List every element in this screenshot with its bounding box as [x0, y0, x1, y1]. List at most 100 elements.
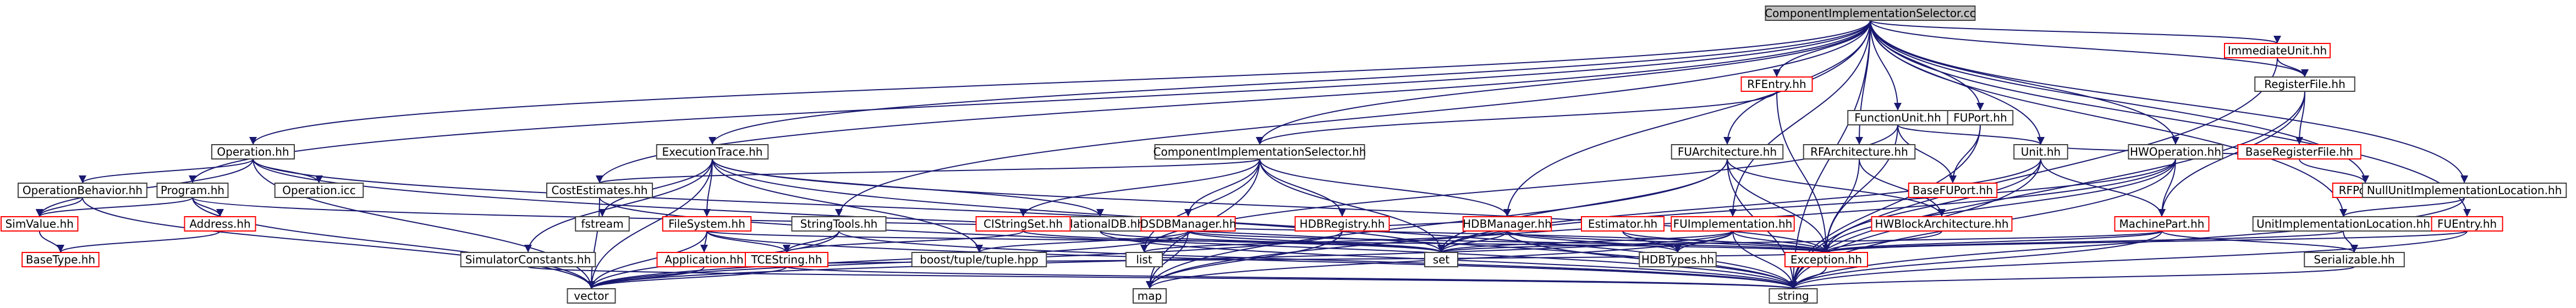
node-map[interactable]: map — [1133, 288, 1167, 304]
node-box-functionunit — [1847, 110, 1948, 125]
node-simulatorconstants[interactable]: SimulatorConstants.hh — [460, 252, 596, 267]
edge-application-to-vector — [587, 266, 705, 289]
edge-root-to-operation — [249, 20, 1871, 145]
node-baseregisterfile[interactable]: BaseRegisterFile.hh — [2237, 144, 2361, 160]
edge-unit-to-exception — [1822, 158, 2041, 253]
edge-fuentry-to-string — [1789, 230, 2468, 289]
node-label-hdbtypes: HDBTypes.hh — [1641, 253, 1714, 266]
node-hdbregistry[interactable]: HDBRegistry.hh — [1294, 216, 1390, 232]
edge-line — [1023, 230, 1445, 253]
edge-executiontrace-to-fstream — [598, 158, 713, 217]
node-rfentry[interactable]: RFEntry.hh — [1740, 76, 1813, 92]
edge-root-to-nullunitimpl — [1870, 20, 2468, 184]
node-unitimpllocation[interactable]: UnitImplementationLocation.hh — [2252, 216, 2435, 232]
node-program[interactable]: Program.hh — [156, 183, 229, 198]
edge-line — [598, 158, 713, 217]
node-box-operation — [211, 144, 295, 160]
node-hdbmanager[interactable]: HDBManager.hh — [1462, 216, 1552, 232]
node-rfarchitecture[interactable]: RFArchitecture.hh — [1803, 144, 1916, 160]
node-nullunitimpl[interactable]: NullUnitImplementationLocation.hh — [2361, 183, 2567, 198]
edge-line — [712, 158, 1830, 253]
node-label-unit: Unit.hh — [2021, 145, 2061, 158]
node-exception[interactable]: Exception.hh — [1784, 252, 1868, 267]
node-fstream[interactable]: fstream — [575, 216, 630, 232]
node-box-map — [1133, 288, 1167, 304]
edge-line — [524, 158, 713, 253]
edge-compimplsel_hh-to-set — [1259, 158, 1445, 253]
edge-operation-to-operation_icc — [252, 158, 323, 184]
edge-dsdbmanager-to-vector — [587, 230, 1189, 289]
edge-line — [1256, 20, 1871, 145]
node-root: ComponentImplementationSelector.cc — [1765, 6, 1976, 21]
node-basetype[interactable]: BaseType.hh — [21, 252, 100, 267]
edge-compimplsel_hh-to-list — [1140, 158, 1260, 253]
node-hdbtypes[interactable]: HDBTypes.hh — [1639, 252, 1717, 267]
node-box-compimplsel_hh — [1154, 144, 1365, 160]
node-fuport[interactable]: FUPort.hh — [1947, 110, 2014, 125]
node-label-operation: Operation.hh — [217, 145, 289, 158]
node-compimplsel_hh[interactable]: ComponentImplementationSelector.hh — [1154, 144, 1366, 160]
node-box-tcestring — [745, 252, 828, 267]
node-label-hwblockarch: HWBlockArchitecture.hh — [1875, 217, 2008, 230]
node-box-unit — [2013, 144, 2068, 160]
node-immediateunit[interactable]: ImmediateUnit.hh — [2224, 43, 2331, 58]
edge-baseregisterfile-to-rfport — [2299, 158, 2369, 184]
node-fuarchitecture[interactable]: FUArchitecture.hh — [1671, 144, 1784, 160]
node-registerfile[interactable]: RegisterFile.hh — [2254, 76, 2355, 92]
edge-line — [1437, 230, 2162, 253]
node-operation[interactable]: Operation.hh — [211, 144, 295, 160]
node-box-fuentry — [2431, 216, 2503, 232]
node-simvalue[interactable]: SimValue.hh — [1, 216, 79, 232]
node-box-exception — [1784, 252, 1868, 267]
node-address[interactable]: Address.hh — [184, 216, 256, 232]
node-hwblockarch[interactable]: HWBlockArchitecture.hh — [1871, 216, 2013, 232]
edge-line — [1870, 20, 2281, 44]
node-basefuport[interactable]: BaseFUPort.hh — [1908, 183, 1998, 198]
node-set[interactable]: set — [1424, 252, 1458, 267]
node-boost_tuple[interactable]: boost/tuple/tuple.hpp — [911, 252, 1047, 267]
edge-machinepart-to-exception — [1822, 230, 2162, 253]
edge-executiontrace-to-boost_tuple — [712, 158, 983, 253]
node-cistringset[interactable]: CIStringSet.hh — [975, 216, 1071, 232]
edge-functionunit-to-unit — [1897, 124, 2045, 145]
node-operationbehavior[interactable]: OperationBehavior.hh — [18, 183, 147, 198]
node-estimator[interactable]: Estimator.hh — [1581, 216, 1665, 232]
node-filesystem[interactable]: FileSystem.hh — [662, 216, 752, 232]
node-application[interactable]: Application.hh — [656, 252, 752, 267]
edge-compimplsel_hh-to-dsdbmanager — [1184, 158, 1260, 217]
node-executiontrace[interactable]: ExecutionTrace.hh — [656, 144, 769, 160]
node-costestimates[interactable]: CostEstimates.hh — [546, 183, 653, 198]
edge-unit-to-machinepart — [2040, 158, 2166, 217]
node-serializable[interactable]: Serializable.hh — [2304, 252, 2405, 267]
edge-immediateunit-to-string — [1789, 57, 2278, 289]
edge-line — [1732, 230, 1797, 289]
edge-operationbehavior-to-vector — [82, 197, 595, 289]
edge-rfentry-to-exception — [1776, 91, 1830, 253]
edge-executiontrace-to-exception — [712, 158, 1830, 253]
node-machinepart[interactable]: MachinePart.hh — [2114, 216, 2210, 232]
node-box-machinepart — [2114, 216, 2210, 232]
node-functionunit[interactable]: FunctionUnit.hh — [1847, 110, 1948, 125]
edge-executiontrace-to-simulatorconstants — [524, 158, 713, 253]
edge-program-to-simvalue — [35, 197, 193, 217]
node-list[interactable]: list — [1125, 252, 1163, 267]
edge-root-to-functionunit — [1870, 20, 1902, 111]
node-vector[interactable]: vector — [567, 288, 616, 304]
node-tcestring[interactable]: TCEString.hh — [745, 252, 828, 267]
node-box-registerfile — [2254, 76, 2355, 92]
node-fuimplementation[interactable]: FUImplementation.hh — [1671, 216, 1795, 232]
node-string[interactable]: string — [1768, 288, 1818, 304]
edge-line — [1773, 20, 1871, 78]
edge-hwoperation-to-set — [1437, 158, 2176, 253]
node-box-unitimpllocation — [2252, 216, 2435, 232]
node-dsdbmanager[interactable]: DSDBManager.hh — [1140, 216, 1237, 232]
node-hwoperation[interactable]: HWOperation.hh — [2128, 144, 2223, 160]
node-fuentry[interactable]: FUEntry.hh — [2431, 216, 2503, 232]
node-box-hdbmanager — [1462, 216, 1552, 232]
node-unit[interactable]: Unit.hh — [2013, 144, 2068, 160]
node-stringtools[interactable]: StringTools.hh — [791, 216, 887, 232]
edge-line — [1870, 20, 2468, 184]
node-label-address: Address.hh — [189, 217, 250, 230]
node-operation_icc[interactable]: Operation.icc — [274, 183, 364, 198]
edge-root-to-registerfile — [1870, 20, 2309, 78]
